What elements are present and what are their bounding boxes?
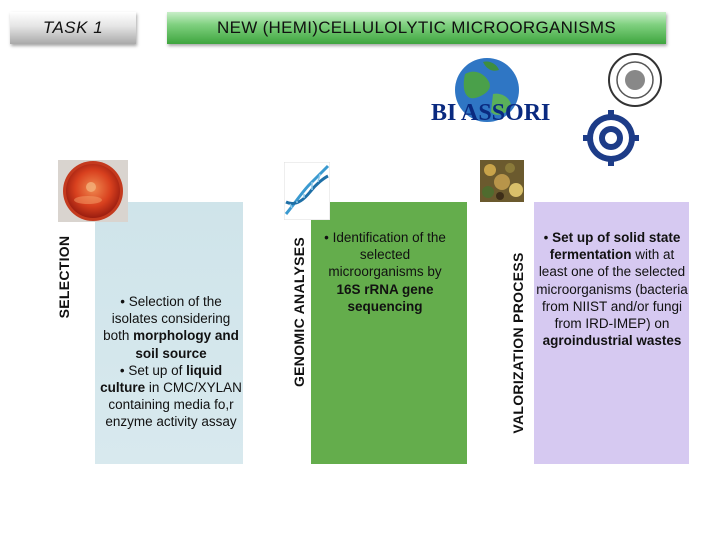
partner-logos: BI ASSORI: [431, 53, 662, 166]
globe-icon: [455, 58, 519, 122]
genomic-text: • Identification of the selected microor…: [318, 229, 452, 315]
valorization-panel: [534, 202, 689, 464]
selection-label: SELECTION: [56, 235, 72, 319]
petri-dish-image: [58, 160, 128, 222]
gear-seal-icon: [583, 110, 639, 166]
compost-image: [480, 160, 524, 202]
valorization-text: • Set up of solid state fermentation wit…: [536, 229, 688, 349]
dna-image: [284, 162, 330, 220]
genomic-analyses-label: GENOMIC ANALYSES: [291, 237, 307, 388]
page-title: NEW (HEMI)CELLULOLYTIC MICROORGANISMS: [217, 18, 616, 37]
selection-bullet-1: • Selection of the isolates considering …: [103, 294, 239, 361]
selection-bullet-2: • Set up of liquid culture in CMC/XYLAN …: [100, 362, 242, 430]
selection-text: • Selection of the isolates considering …: [100, 293, 242, 431]
title-banner: NEW (HEMI)CELLULOLYTIC MICROORGANISMS: [167, 12, 666, 44]
genomic-panel: [311, 202, 467, 464]
bioassori-logo-text: BI ASSORI: [431, 100, 550, 126]
task-tab: TASK 1: [10, 12, 136, 44]
selection-panel: [95, 202, 243, 464]
genomic-bullet-1: • Identification of the selected microor…: [324, 230, 446, 314]
valorization-process-label: VALORIZATION PROCESS: [510, 252, 526, 434]
university-seal-icon: [608, 53, 662, 107]
valorization-bullet-1: • Set up of solid state fermentation wit…: [536, 230, 688, 349]
task-label: TASK 1: [42, 18, 104, 37]
